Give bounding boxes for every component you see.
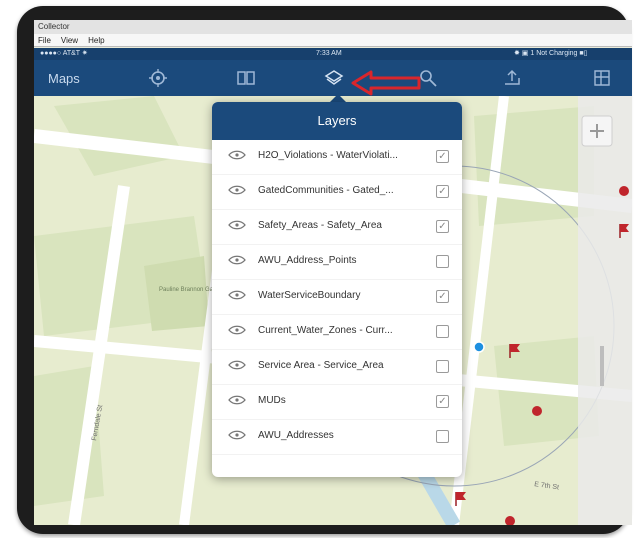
layer-row[interactable]: Current_Water_Zones - Curr... xyxy=(212,315,462,350)
battery-status: ✸ ▣ 1 Not Charging ■▯ xyxy=(514,50,588,57)
layer-label: WaterServiceBoundary xyxy=(258,290,361,301)
app-screen: Collector File View Help ●●●●○ AT&T ✷ 7:… xyxy=(34,20,632,525)
layer-label: AWU_Addresses xyxy=(258,430,334,441)
layers-icon[interactable] xyxy=(324,68,344,88)
layer-checkbox[interactable]: ✓ xyxy=(436,185,449,198)
layer-row[interactable]: H2O_Violations - WaterViolati... ✓ xyxy=(212,140,462,175)
layer-row[interactable]: Service Area - Service_Area xyxy=(212,350,462,385)
layer-checkbox[interactable] xyxy=(436,255,449,268)
gps-location-icon xyxy=(473,341,485,353)
flag-icon[interactable] xyxy=(509,344,520,358)
share-icon[interactable] xyxy=(502,68,522,88)
status-bar: ●●●●○ AT&T ✷ 7:33 AM ✸ ▣ 1 Not Charging … xyxy=(34,48,632,60)
menu-file[interactable]: File xyxy=(38,36,51,45)
maps-button[interactable]: Maps xyxy=(48,71,80,86)
layer-label: Current_Water_Zones - Curr... xyxy=(258,325,393,336)
layer-row[interactable]: AWU_Address_Points xyxy=(212,245,462,280)
layers-panel: Layers H2O_Violations - WaterViolati... ✓… xyxy=(212,102,462,477)
locate-icon[interactable] xyxy=(148,68,168,88)
map-point[interactable] xyxy=(532,406,542,416)
layers-panel-title: Layers xyxy=(212,102,462,140)
eye-icon[interactable] xyxy=(228,185,246,195)
window-title: Collector xyxy=(34,20,632,34)
layer-row[interactable]: AWU_Addresses xyxy=(212,420,462,455)
map-side-panel xyxy=(578,96,632,525)
status-time: 7:33 AM xyxy=(316,50,342,57)
app-toolbar: Maps xyxy=(34,60,632,96)
carrier-status: ●●●●○ AT&T ✷ xyxy=(40,50,88,57)
map-scroll-handle[interactable] xyxy=(600,346,604,386)
layer-label: H2O_Violations - WaterViolati... xyxy=(258,150,398,161)
layer-row[interactable]: GatedCommunities - Gated_... ✓ xyxy=(212,175,462,210)
eye-icon[interactable] xyxy=(228,150,246,160)
layer-label: Service Area - Service_Area xyxy=(258,360,384,371)
road xyxy=(68,185,130,525)
layer-checkbox[interactable] xyxy=(436,360,449,373)
menu-view[interactable]: View xyxy=(60,36,79,45)
park-label: Pauline Brannon Garden xyxy=(159,287,225,293)
layer-row[interactable]: WaterServiceBoundary ✓ xyxy=(212,280,462,315)
map-point[interactable] xyxy=(505,516,515,525)
layer-label: GatedCommunities - Gated_... xyxy=(258,185,394,196)
flag-icon[interactable] xyxy=(455,492,466,506)
layer-checkbox[interactable]: ✓ xyxy=(436,395,449,408)
layer-list: H2O_Violations - WaterViolati...✓GatedCo… xyxy=(212,140,462,455)
popover-caret xyxy=(330,94,346,102)
layer-label: AWU_Address_Points xyxy=(258,255,357,266)
bookmarks-icon[interactable] xyxy=(236,68,256,88)
eye-icon[interactable] xyxy=(228,395,246,405)
street-label: E 7th St xyxy=(534,481,560,491)
eye-icon[interactable] xyxy=(228,290,246,300)
layer-row[interactable]: MUDs ✓ xyxy=(212,385,462,420)
layer-checkbox[interactable] xyxy=(436,325,449,338)
layer-checkbox[interactable]: ✓ xyxy=(436,220,449,233)
road xyxy=(449,96,509,525)
layer-checkbox[interactable]: ✓ xyxy=(436,290,449,303)
search-icon[interactable] xyxy=(418,68,438,88)
layer-checkbox[interactable]: ✓ xyxy=(436,150,449,163)
layer-label: MUDs xyxy=(258,395,286,406)
grid-icon[interactable] xyxy=(592,68,612,88)
layer-row[interactable]: Safety_Areas - Safety_Area ✓ xyxy=(212,210,462,245)
menu-bar: File View Help xyxy=(34,34,632,47)
eye-icon[interactable] xyxy=(228,255,246,265)
layer-label: Safety_Areas - Safety_Area xyxy=(258,220,382,231)
park-area xyxy=(144,256,209,331)
layer-checkbox[interactable] xyxy=(436,430,449,443)
arrow-annotation-icon xyxy=(351,70,421,96)
flag-icon[interactable] xyxy=(619,224,629,238)
eye-icon[interactable] xyxy=(228,220,246,230)
menu-help[interactable]: Help xyxy=(88,36,105,45)
eye-icon[interactable] xyxy=(228,430,246,440)
plus-icon xyxy=(590,124,604,138)
eye-icon[interactable] xyxy=(228,360,246,370)
eye-icon[interactable] xyxy=(228,325,246,335)
map-point[interactable] xyxy=(619,186,629,196)
